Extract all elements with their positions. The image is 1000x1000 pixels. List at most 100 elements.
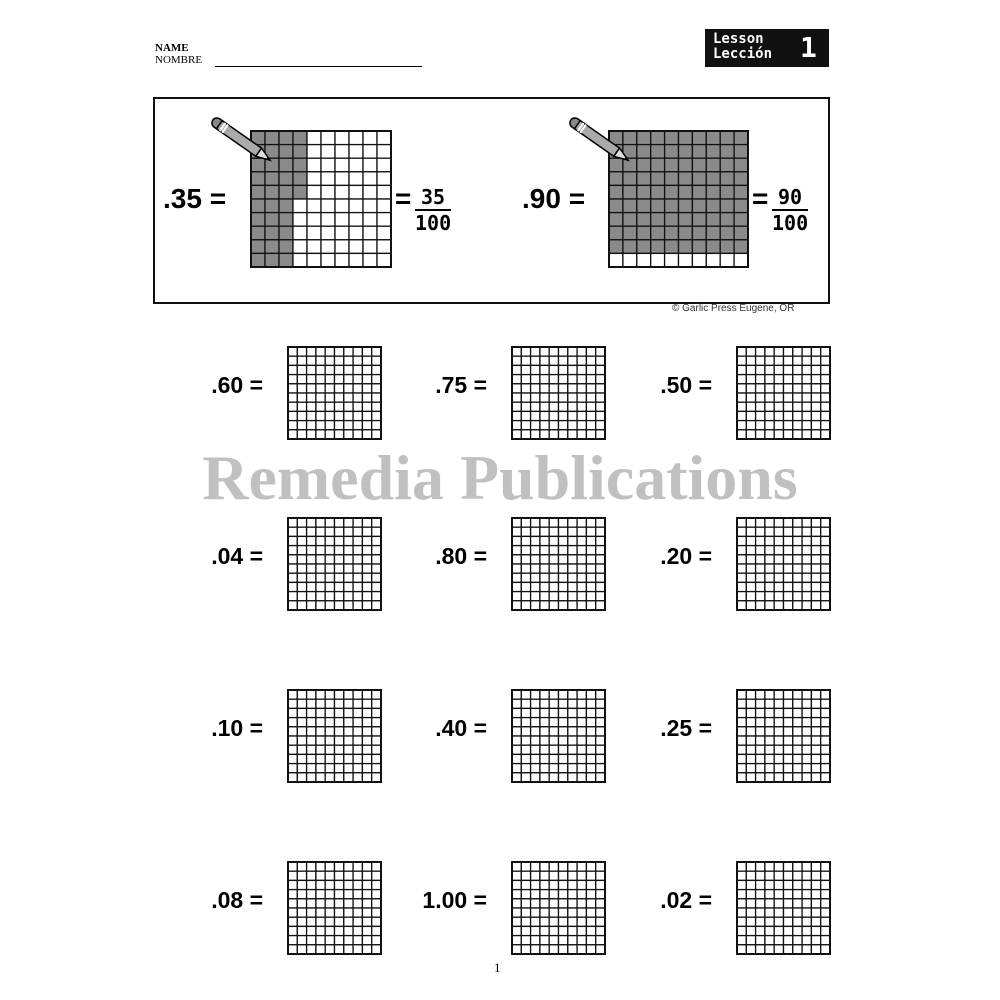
grid-cell[interactable] xyxy=(557,934,569,946)
grid-cell[interactable] xyxy=(520,716,532,728)
grid-cell[interactable] xyxy=(801,772,813,783)
grid-cell[interactable] xyxy=(361,726,373,737)
grid-cell[interactable] xyxy=(745,535,757,547)
grid-cell[interactable] xyxy=(296,535,308,547)
grid-cell[interactable] xyxy=(539,716,550,728)
grid-cell[interactable] xyxy=(792,870,803,882)
grid-cell[interactable] xyxy=(348,239,364,255)
shaded-cell[interactable] xyxy=(636,171,652,187)
grid-cell[interactable] xyxy=(361,544,373,556)
grid-cell[interactable] xyxy=(324,762,336,774)
grid-cell[interactable] xyxy=(511,916,522,928)
grid-cell[interactable] xyxy=(557,716,569,728)
grid-cell[interactable] xyxy=(529,526,541,538)
grid-cell[interactable] xyxy=(324,535,336,547)
grid-cell[interactable] xyxy=(520,563,532,574)
shaded-cell[interactable] xyxy=(719,225,735,241)
grid-cell[interactable] xyxy=(557,590,569,602)
grid-cell[interactable] xyxy=(745,364,757,376)
grid-cell[interactable] xyxy=(376,184,392,200)
grid-cell[interactable] xyxy=(539,544,550,556)
grid-cell[interactable] xyxy=(334,225,350,241)
grid-cell[interactable] xyxy=(585,689,597,700)
grid-cell[interactable] xyxy=(792,419,803,431)
grid-cell[interactable] xyxy=(820,373,831,385)
grid-cell[interactable] xyxy=(520,535,532,547)
grid-cell[interactable] xyxy=(764,716,775,728)
grid-cell[interactable] xyxy=(782,554,794,565)
grid-cell[interactable] xyxy=(529,689,541,700)
grid-cell[interactable] xyxy=(773,572,785,584)
grid-cell[interactable] xyxy=(539,898,550,909)
grid-cell[interactable] xyxy=(585,698,597,710)
grid-cell[interactable] xyxy=(820,535,831,547)
grid-cell[interactable] xyxy=(595,762,606,774)
grid-cell[interactable] xyxy=(754,517,766,528)
grid-cell[interactable] xyxy=(296,429,308,440)
hundreds-grid[interactable] xyxy=(287,346,382,440)
grid-cell[interactable] xyxy=(810,716,822,728)
grid-cell[interactable] xyxy=(595,698,606,710)
grid-cell[interactable] xyxy=(801,410,813,422)
grid-cell[interactable] xyxy=(287,419,298,431)
grid-cell[interactable] xyxy=(557,698,569,710)
grid-cell[interactable] xyxy=(567,600,578,611)
grid-cell[interactable] xyxy=(585,735,597,746)
grid-cell[interactable] xyxy=(296,563,308,574)
grid-cell[interactable] xyxy=(810,544,822,556)
grid-cell[interactable] xyxy=(529,888,541,900)
grid-cell[interactable] xyxy=(576,772,588,783)
shaded-cell[interactable] xyxy=(650,239,666,255)
grid-cell[interactable] xyxy=(810,526,822,538)
grid-cell[interactable] xyxy=(764,870,775,882)
grid-cell[interactable] xyxy=(736,925,747,937)
grid-cell[interactable] xyxy=(296,364,308,376)
grid-cell[interactable] xyxy=(539,726,550,737)
grid-cell[interactable] xyxy=(782,590,794,602)
grid-cell[interactable] xyxy=(539,419,550,431)
shaded-cell[interactable] xyxy=(663,157,680,173)
grid-cell[interactable] xyxy=(529,572,541,584)
grid-cell[interactable] xyxy=(792,517,803,528)
grid-cell[interactable] xyxy=(745,735,757,746)
grid-cell[interactable] xyxy=(334,211,350,227)
grid-cell[interactable] xyxy=(585,753,597,765)
grid-cell[interactable] xyxy=(820,600,831,611)
grid-cell[interactable] xyxy=(539,925,550,937)
grid-cell[interactable] xyxy=(305,925,317,937)
shaded-cell[interactable] xyxy=(636,184,652,200)
grid-cell[interactable] xyxy=(736,716,747,728)
grid-cell[interactable] xyxy=(352,383,364,394)
grid-cell[interactable] xyxy=(333,572,345,584)
grid-cell[interactable] xyxy=(511,744,522,756)
grid-cell[interactable] xyxy=(567,879,578,891)
grid-cell[interactable] xyxy=(511,735,522,746)
grid-cell[interactable] xyxy=(548,716,560,728)
grid-cell[interactable] xyxy=(320,198,336,214)
shaded-cell[interactable] xyxy=(608,198,624,214)
grid-cell[interactable] xyxy=(773,535,785,547)
shaded-cell[interactable] xyxy=(250,198,266,214)
grid-cell[interactable] xyxy=(287,590,298,602)
grid-cell[interactable] xyxy=(764,590,775,602)
grid-cell[interactable] xyxy=(315,600,326,611)
grid-cell[interactable] xyxy=(305,590,317,602)
grid-cell[interactable] xyxy=(296,517,308,528)
shaded-cell[interactable] xyxy=(650,225,666,241)
grid-cell[interactable] xyxy=(764,726,775,737)
grid-cell[interactable] xyxy=(348,157,364,173)
grid-cell[interactable] xyxy=(736,355,747,367)
grid-cell[interactable] xyxy=(576,429,588,440)
grid-cell[interactable] xyxy=(315,517,326,528)
grid-cell[interactable] xyxy=(782,944,794,955)
grid-cell[interactable] xyxy=(782,526,794,538)
grid-cell[interactable] xyxy=(371,689,382,700)
grid-cell[interactable] xyxy=(361,870,373,882)
grid-cell[interactable] xyxy=(595,861,606,872)
grid-cell[interactable] xyxy=(511,581,522,593)
grid-cell[interactable] xyxy=(529,870,541,882)
grid-cell[interactable] xyxy=(782,401,794,413)
shaded-cell[interactable] xyxy=(733,211,749,227)
grid-cell[interactable] xyxy=(305,888,317,900)
grid-cell[interactable] xyxy=(287,716,298,728)
